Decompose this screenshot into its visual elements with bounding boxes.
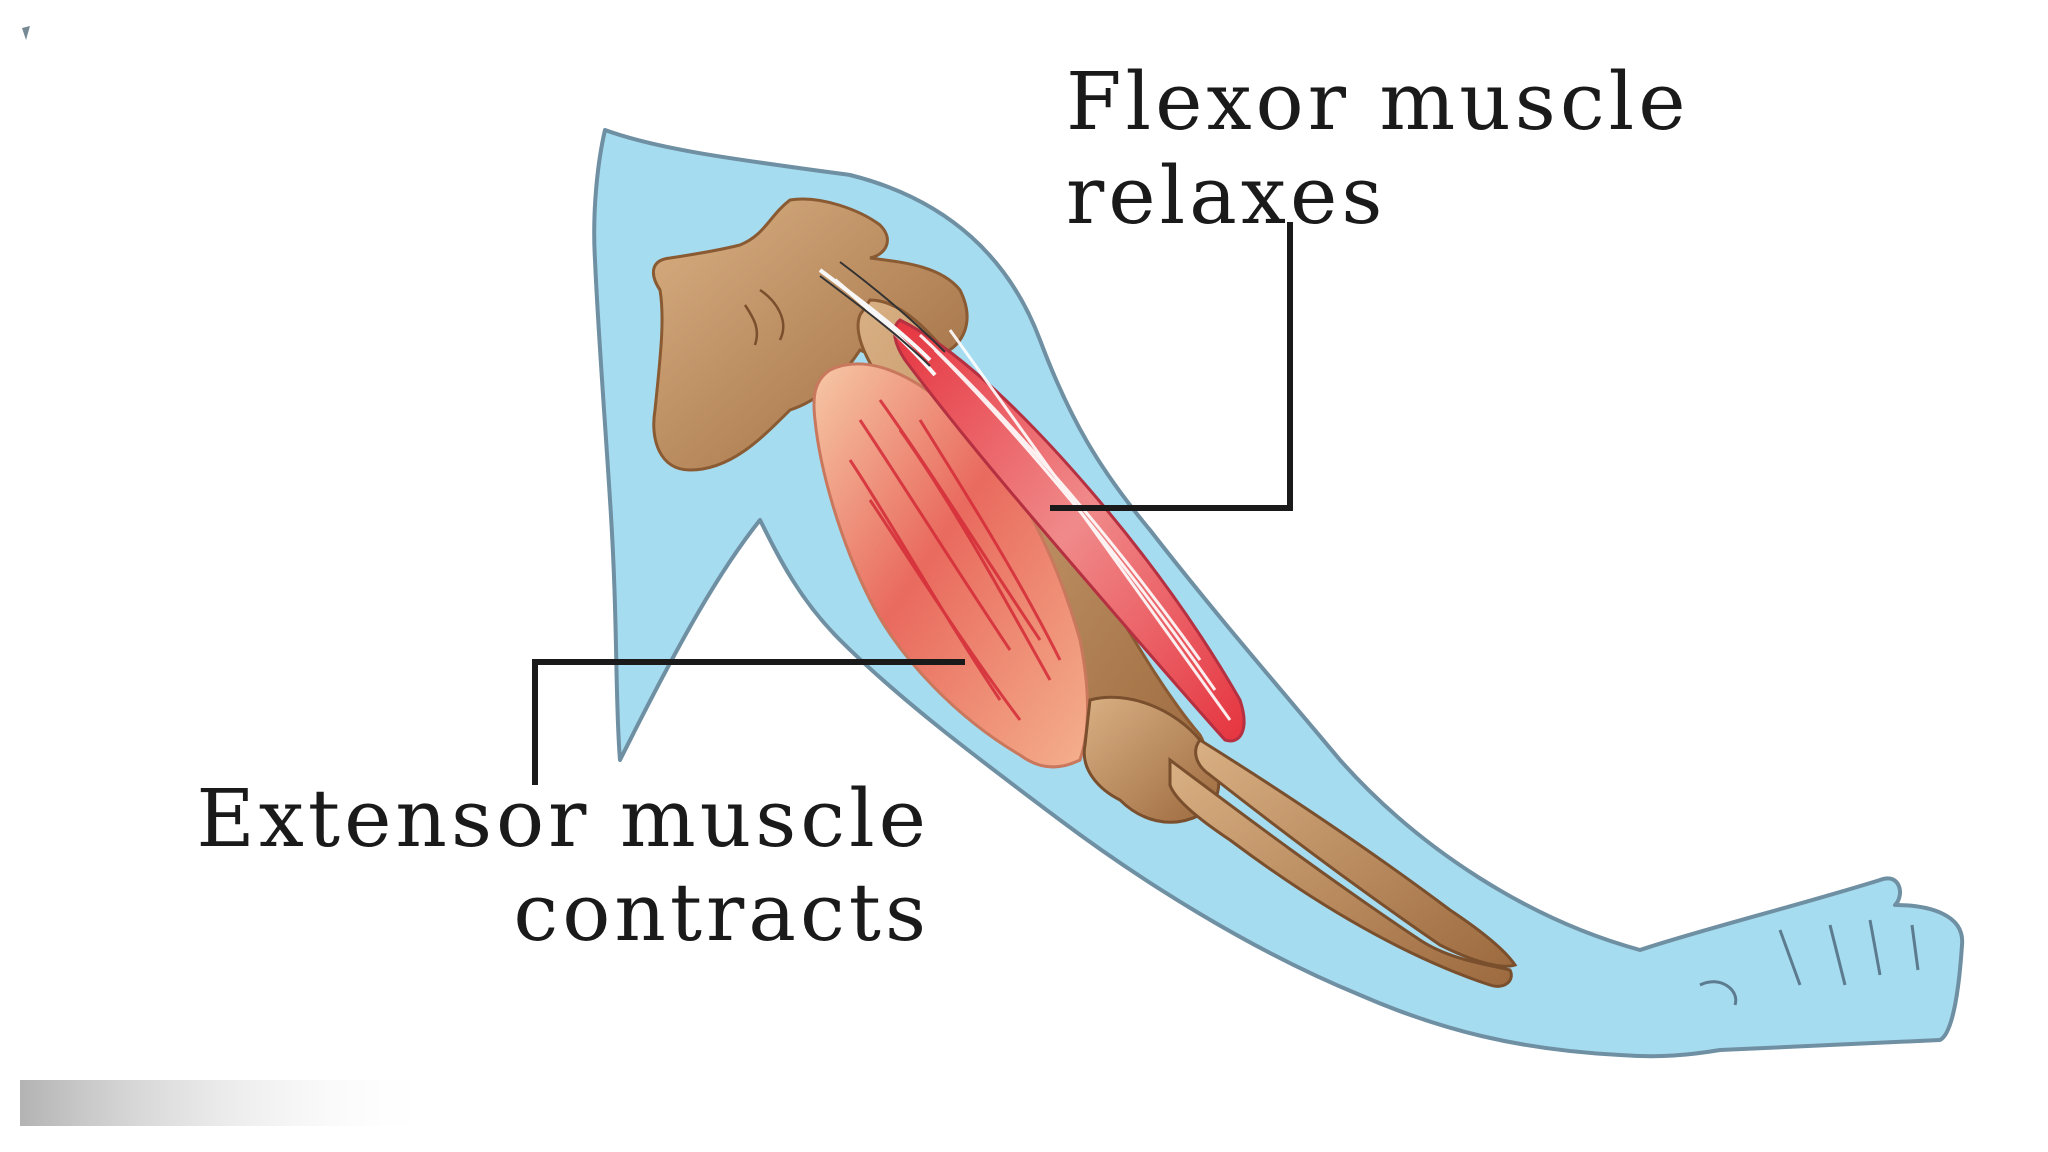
- flexor-label: Flexor muscle relaxes: [1066, 55, 1690, 243]
- flexor-label-line1: Flexor muscle: [1066, 55, 1690, 148]
- extensor-leader-line: [532, 659, 965, 785]
- scapula-detail: [743, 288, 785, 346]
- extensor-label-line1: Extensor muscle: [196, 772, 930, 865]
- flexor-label-line2: relaxes: [1066, 149, 1387, 242]
- scapula-bone: [651, 197, 969, 472]
- corner-mark: [22, 26, 30, 40]
- ulna-bone: [1194, 738, 1518, 968]
- tendons: [818, 268, 937, 377]
- extensor-label-line2: contracts: [513, 866, 930, 959]
- tendon-outlines: [819, 261, 946, 367]
- flexor-muscle: [893, 318, 1246, 743]
- bottom-shadow: [20, 1080, 440, 1126]
- extensor-label: Extensor muscle contracts: [50, 772, 930, 960]
- flexor-fibers: [918, 329, 1232, 721]
- flexor-leader-line: [1050, 222, 1293, 511]
- extensor-fibers: [848, 399, 1062, 721]
- radius-bone: [1168, 757, 1513, 988]
- hand-fingers: [1699, 919, 1920, 1006]
